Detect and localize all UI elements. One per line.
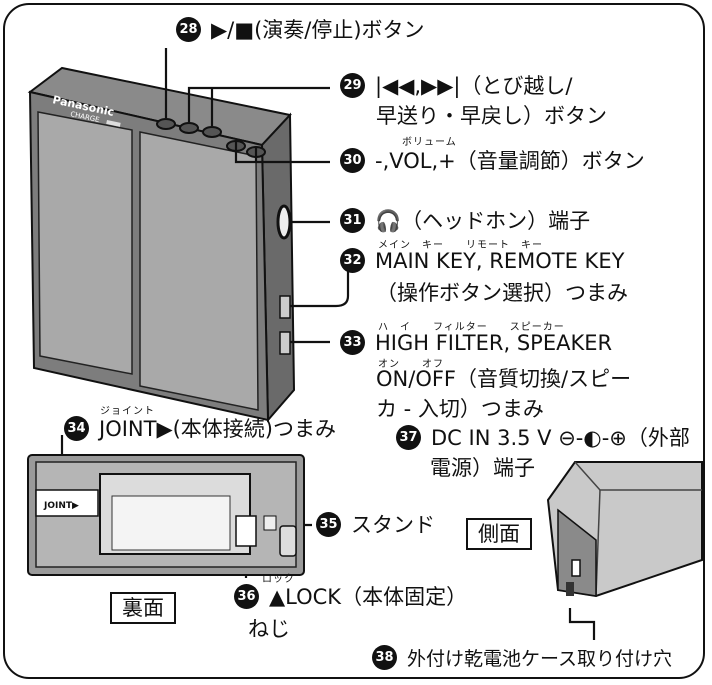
label-play-stop-text: ▶/■(演奏/停止)ボタン bbox=[211, 18, 425, 42]
label-joint-text: JOINT▶(本体接続)つまみ bbox=[99, 417, 336, 441]
label-play-stop-button: 28 ▶/■(演奏/停止)ボタン bbox=[176, 16, 425, 44]
label-stand-text: スタンド bbox=[351, 513, 435, 537]
label-high-filter-line1: HIGH FILTER, SPEAKER bbox=[375, 331, 613, 355]
label-stand: 35 スタンド bbox=[316, 511, 435, 539]
callout-number-29: 29 bbox=[340, 72, 365, 98]
callout-number-31: 31 bbox=[340, 207, 365, 233]
callout-number-28: 28 bbox=[176, 16, 201, 42]
label-battery-case-hole: 38 外付け乾電池ケース取り付け穴 bbox=[372, 645, 673, 672]
label-dc-in-line2: 電源）端子 bbox=[430, 456, 535, 480]
device-back-view: JOINT▶ bbox=[27, 454, 305, 576]
label-main-remote-key: 32 MAIN KEY, REMOTE KEY bbox=[340, 247, 625, 275]
ruby-main-remote-key: メイン キー リモート キー bbox=[378, 240, 543, 251]
ruby-on-off: オン オフ bbox=[378, 359, 444, 370]
label-battery-case-text: 外付け乾電池ケース取り付け穴 bbox=[407, 648, 673, 670]
label-skip-line2: 早送り・早戻し）ボタン bbox=[376, 104, 607, 128]
label-dc-in-line1: DC IN 3.5 V ⊖-◐-⊕（外部 bbox=[431, 426, 690, 450]
label-skip-buttons: 29 |◀◀,▶▶|（とび越し/ bbox=[340, 72, 573, 100]
ruby-joint: ジョイント bbox=[100, 406, 155, 417]
label-lock-screw: 36 ▲LOCK（本体固定） bbox=[234, 583, 468, 611]
label-high-filter-line3: カ - 入切）つまみ bbox=[376, 397, 544, 421]
callout-number-34: 34 bbox=[64, 415, 89, 441]
ruby-volume: ボリューム bbox=[402, 137, 457, 148]
callout-number-32: 32 bbox=[340, 247, 365, 273]
back-view-box-label: 裏面 bbox=[110, 592, 176, 624]
callout-number-38: 38 bbox=[372, 645, 397, 670]
ruby-lock: ロック bbox=[262, 574, 295, 585]
device-side-view bbox=[546, 461, 703, 598]
label-high-filter-speaker: 33 HIGH FILTER, SPEAKER bbox=[340, 329, 613, 357]
label-joint-knob: 34 JOINT▶(本体接続)つまみ bbox=[64, 415, 336, 443]
label-main-remote-line1: MAIN KEY, REMOTE KEY bbox=[375, 249, 625, 273]
callout-number-37: 37 bbox=[396, 424, 421, 450]
label-headphone-text: 🎧（ヘッドホン）端子 bbox=[375, 209, 591, 233]
label-main-remote-line2: （操作ボタン選択）つまみ bbox=[376, 281, 628, 305]
side-view-box-label: 側面 bbox=[466, 518, 532, 550]
label-volume-text: -,VOL,+（音量調節）ボタン bbox=[375, 149, 645, 173]
label-headphone-jack: 31 🎧（ヘッドホン）端子 bbox=[340, 207, 591, 235]
label-skip-line1: |◀◀,▶▶|（とび越し/ bbox=[375, 74, 573, 98]
label-lock-line1: ▲LOCK（本体固定） bbox=[269, 585, 468, 609]
callout-number-33: 33 bbox=[340, 329, 365, 355]
callout-number-36: 36 bbox=[234, 583, 259, 609]
headphone-jack-art bbox=[276, 204, 292, 240]
joint-knob-label: JOINT▶ bbox=[43, 501, 79, 511]
label-volume-buttons: 30 -,VOL,+（音量調節）ボタン bbox=[340, 147, 645, 175]
ruby-high-filter-speaker: ハ イ フィルター スピーカー bbox=[378, 322, 565, 333]
play-stop-button-art bbox=[156, 118, 176, 130]
label-lock-line2: ねじ bbox=[248, 617, 290, 641]
callout-number-30: 30 bbox=[340, 147, 365, 173]
label-high-filter-line2: ON/OFF（音質切換/スピー bbox=[376, 367, 632, 391]
figure-frame bbox=[3, 3, 705, 679]
device-front-view: Panasonic CHARGE bbox=[27, 66, 296, 423]
callout-number-35: 35 bbox=[316, 511, 341, 537]
label-dc-in-jack: 37 DC IN 3.5 V ⊖-◐-⊕（外部 bbox=[396, 424, 690, 452]
